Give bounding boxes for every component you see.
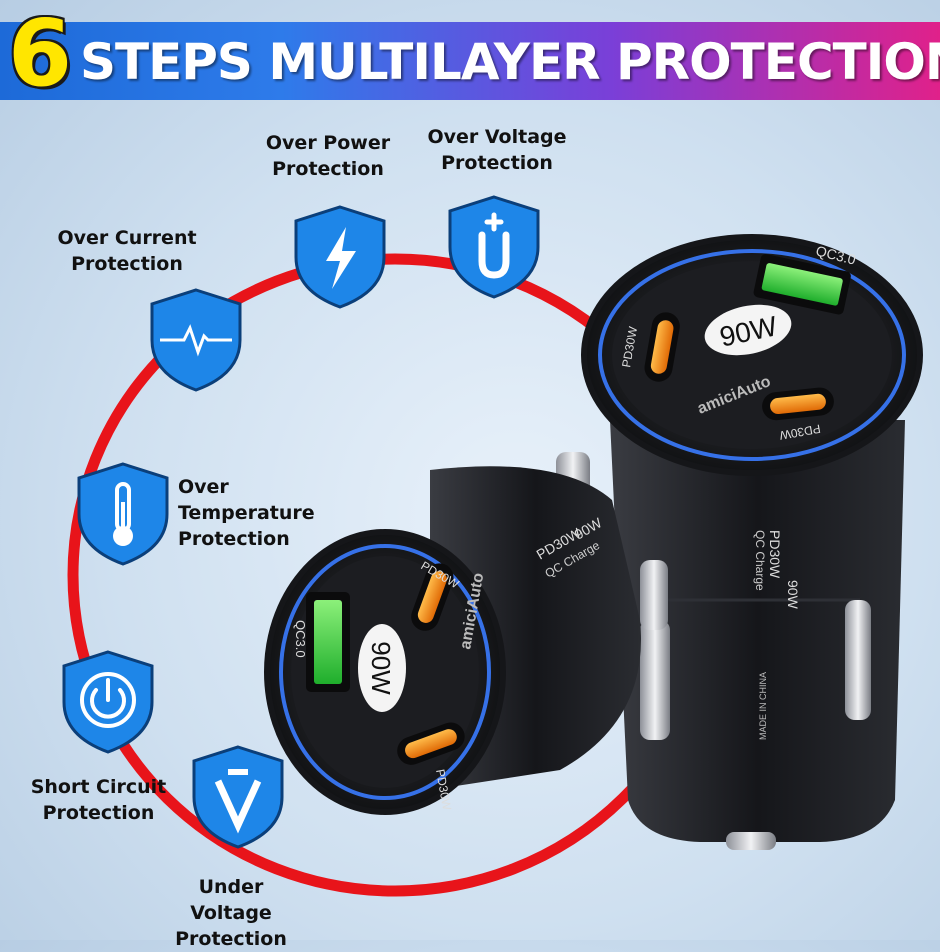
- back-side-pd: PD30W: [767, 530, 783, 579]
- pulse-icon: [160, 324, 232, 357]
- over-temperature-shield: [77, 462, 169, 566]
- magnet-plus-icon: [478, 231, 510, 279]
- back-side-90w: 90W: [785, 580, 801, 610]
- front-badge-text: 90W: [366, 641, 396, 695]
- front-qc-label: QC3.0: [293, 620, 308, 658]
- under-voltage-shield: [192, 745, 284, 849]
- steps-number: 6: [8, 0, 73, 107]
- charger-back: 90W QC3.0 PD30W PD30W amiciAuto PD30W QC…: [556, 234, 923, 850]
- lightning-icon: [326, 227, 356, 289]
- thermometer-icon: [113, 482, 133, 546]
- power-icon: [80, 672, 136, 728]
- banner-title: STEPS MULTILAYER PROTECTION: [80, 33, 940, 91]
- title-banner: [0, 22, 940, 100]
- over-voltage-shield: [448, 195, 540, 299]
- back-made-in: MADE IN CHINA: [758, 672, 768, 740]
- over-current-shield: [150, 288, 242, 392]
- low-voltage-icon: [214, 769, 262, 834]
- over-power-shield: [294, 205, 386, 309]
- charger-front: 90W QC3.0 PD30W PD30W amiciAuto PD30W QC…: [264, 466, 668, 815]
- short-circuit-shield: [62, 650, 154, 754]
- back-side-qc: QC Charge: [753, 530, 767, 591]
